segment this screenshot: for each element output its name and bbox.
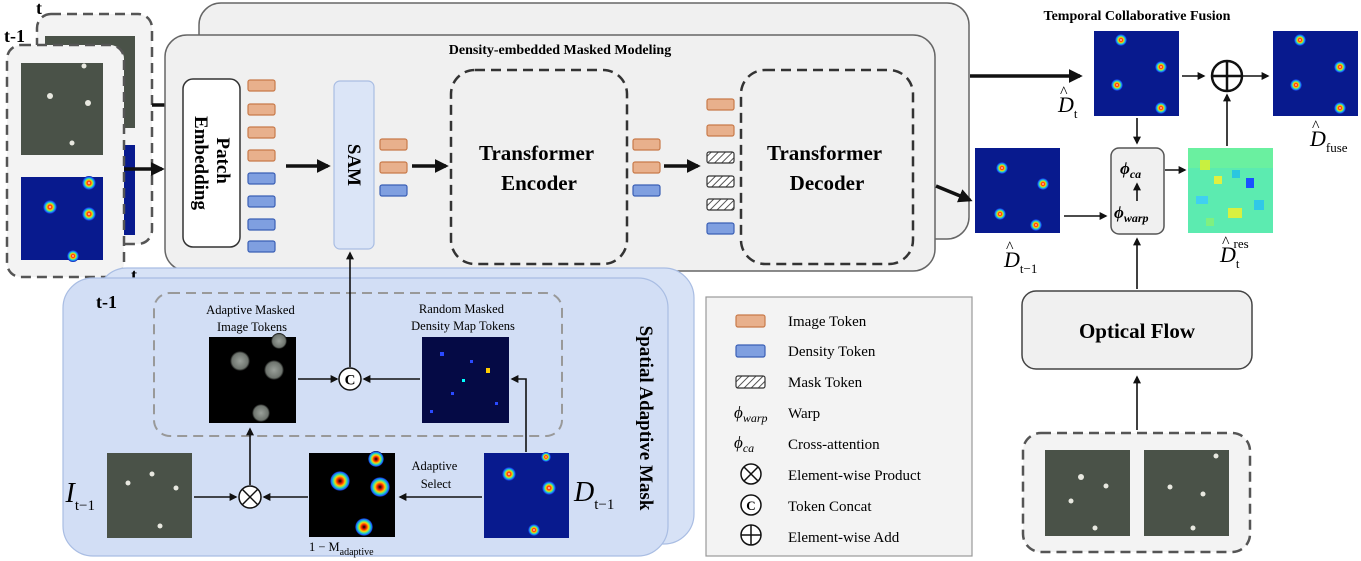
image-token <box>632 138 661 151</box>
density-token <box>247 240 276 253</box>
sam-box <box>333 80 375 250</box>
density-token <box>632 184 661 197</box>
decoder-token-column <box>706 98 735 235</box>
flow-frame-t-minus-1 <box>1045 450 1130 536</box>
density-token <box>247 218 276 231</box>
svg-text:C: C <box>746 498 755 513</box>
frame-t-minus-1-density <box>21 176 103 262</box>
image-token <box>632 161 661 174</box>
density-map-fused <box>1273 31 1358 116</box>
sam-frame-t-minus-1-label: t-1 <box>96 292 117 312</box>
density-token <box>706 222 735 235</box>
density-token <box>379 184 408 197</box>
legend-add-icon <box>740 524 762 546</box>
sam-label: SAM <box>343 144 364 186</box>
masked-tokens-group <box>153 292 563 437</box>
flow-frame-t <box>1144 450 1229 536</box>
encoder-token-column <box>632 138 661 197</box>
adaptive-select-label: Adaptive Select <box>412 459 461 491</box>
patch-embedding-box <box>182 78 241 248</box>
embedding-token-column <box>247 79 276 253</box>
transformer-encoder-box <box>449 68 629 266</box>
fusion-title: Temporal Collaborative Fusion <box>1044 9 1231 24</box>
legend-product-icon <box>740 463 762 485</box>
legend-cross-attention-label: Cross-attention <box>788 437 880 453</box>
image-token <box>706 124 735 137</box>
transformer-decoder-label: Transformer Decoder <box>767 141 887 195</box>
image-token <box>706 98 735 111</box>
density-token <box>247 172 276 185</box>
token-concat-symbol: C <box>345 373 356 389</box>
legend-density-token-label: Density Token <box>788 344 876 360</box>
legend-image-token-swatch <box>735 314 766 328</box>
d-fuse-label: Dfuse <box>1309 126 1348 155</box>
adaptive-mask-map <box>309 451 395 537</box>
legend-concat-icon: C <box>740 494 762 516</box>
legend-product-label: Element-wise Product <box>788 468 922 484</box>
residual-density-map <box>1188 148 1273 233</box>
d-t-label: Dt <box>1057 92 1078 121</box>
input-density-label: Dt−1 <box>573 477 614 513</box>
svg-text:^: ^ <box>1006 239 1014 256</box>
legend-mask-token-swatch <box>735 375 766 389</box>
sam-token-column <box>379 138 408 197</box>
density-masked-modeling: Density-embedded Masked Modeling Patch E… <box>164 2 970 272</box>
dmm-title: Density-embedded Masked Modeling <box>449 43 671 58</box>
transformer-decoder-box <box>739 68 915 266</box>
input-frames: t t-1 <box>4 0 168 279</box>
legend-mask-token-label: Mask Token <box>788 375 863 391</box>
svg-text:^: ^ <box>1312 118 1320 135</box>
legend-add-label: Element-wise Add <box>788 530 900 546</box>
svg-text:^: ^ <box>1060 84 1068 101</box>
sam-frame-t-label: t <box>131 265 137 285</box>
density-map-d-t-minus-1 <box>975 148 1060 233</box>
frame-t-minus-1-label: t-1 <box>4 26 25 46</box>
d-t-minus-1-label: Dt−1 <box>1003 247 1037 276</box>
mask-token <box>706 175 735 188</box>
image-token <box>379 161 408 174</box>
optical-flow-label: Optical Flow <box>1079 319 1196 343</box>
adaptive-masked-label: Adaptive Masked Image Tokens <box>206 303 298 334</box>
adaptive-masked-image <box>209 333 296 423</box>
legend-warp-symbol: ϕwarp <box>734 403 768 425</box>
arrow-density-to-random <box>510 375 527 452</box>
density-map-d-t <box>1094 31 1179 116</box>
image-token <box>247 103 276 116</box>
phi-warp-label: ϕwarp <box>1114 203 1149 225</box>
legend-warp-label: Warp <box>788 406 820 422</box>
spatial-adaptive-mask: t t-1 Spatial Adaptive Mask Adaptive Mas… <box>62 251 695 558</box>
input-image-label: It−1 <box>65 478 95 514</box>
random-masked-label: Random Masked Density Map Tokens <box>411 302 515 333</box>
d-res-label: Dtres <box>1219 236 1249 271</box>
frame-t-label: t <box>36 0 42 18</box>
transformer-encoder-label: Transformer Encoder <box>479 141 599 195</box>
phi-ca-label: ϕca <box>1120 159 1141 181</box>
input-image-t-minus-1 <box>107 453 192 538</box>
patch-embedding-label: Patch Embedding <box>190 116 233 210</box>
image-token <box>247 149 276 162</box>
svg-text:^: ^ <box>1222 234 1230 251</box>
adaptive-mask-label: 1 − Madaptive <box>309 540 374 558</box>
spatial-adaptive-mask-title: Spatial Adaptive Mask <box>635 326 656 511</box>
optical-flow-box <box>1021 290 1253 370</box>
image-token <box>379 138 408 151</box>
image-token <box>247 79 276 92</box>
arrow-to-d-t-minus-1 <box>935 184 973 203</box>
token-concat-node <box>338 367 362 391</box>
mask-token <box>706 198 735 211</box>
legend: Image Token Density Token Mask Token ϕwa… <box>705 296 973 557</box>
legend-box <box>705 296 973 557</box>
input-density-t-minus-1 <box>484 452 569 538</box>
legend-concat-label: Token Concat <box>788 499 872 515</box>
frame-t-minus-1-image <box>21 63 103 155</box>
mask-token <box>706 151 735 164</box>
image-token <box>247 126 276 139</box>
temporal-collaborative-fusion: Temporal Collaborative Fusion Dt ^ Dfuse… <box>935 9 1358 554</box>
legend-ca-symbol: ϕca <box>734 433 754 455</box>
legend-image-token-label: Image Token <box>788 314 867 330</box>
random-masked-density <box>422 337 509 423</box>
density-token <box>247 195 276 208</box>
legend-density-token-swatch <box>735 344 766 358</box>
